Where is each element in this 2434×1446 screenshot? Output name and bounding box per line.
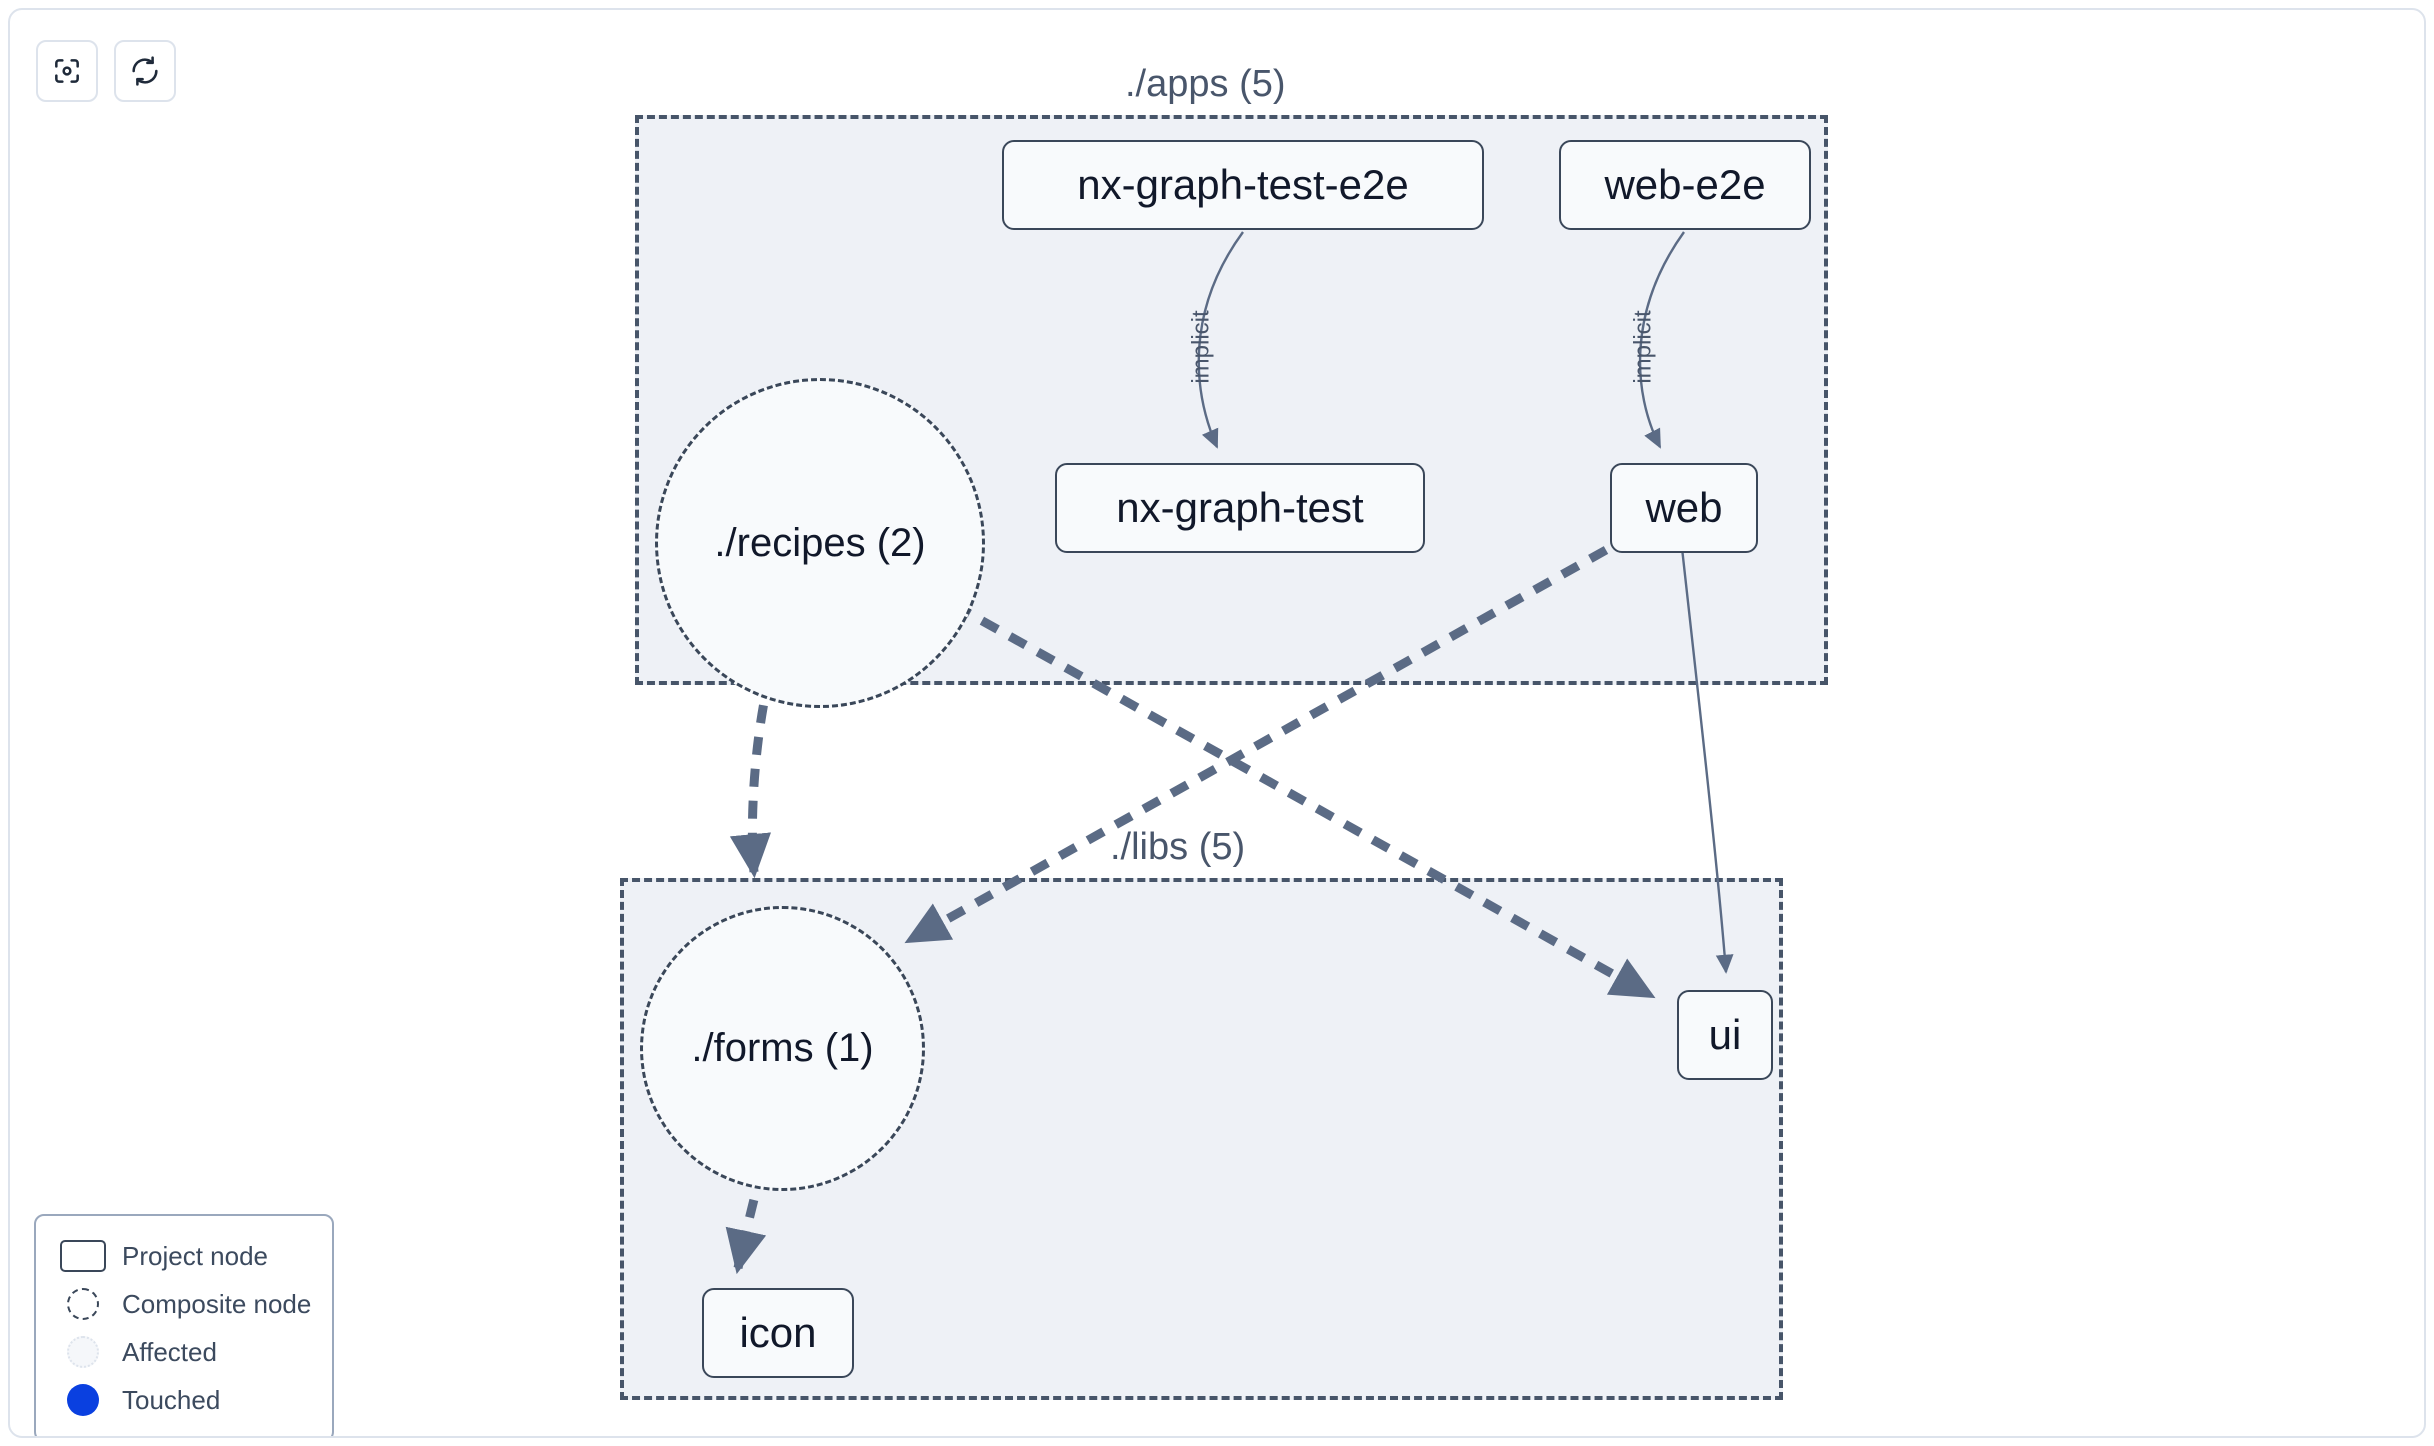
affected-swatch-icon	[54, 1336, 112, 1368]
legend-item-project-node: Project node	[54, 1232, 314, 1280]
composite-node-forms[interactable]: ./forms (1)	[640, 906, 925, 1191]
edge-label-implicit-web: implicit	[1629, 310, 1657, 384]
edge-label-implicit-nx-graph-test: implicit	[1187, 310, 1215, 384]
legend-label-affected: Affected	[122, 1336, 217, 1367]
refresh-graph-button[interactable]	[114, 40, 176, 102]
project-node-nx-graph-test-e2e[interactable]: nx-graph-test-e2e	[1002, 140, 1484, 230]
legend-label-project-node: Project node	[122, 1240, 268, 1271]
graph-legend: Project node Composite node Affected Tou…	[34, 1214, 334, 1436]
project-node-web-e2e[interactable]: web-e2e	[1559, 140, 1811, 230]
composite-node-swatch-icon	[54, 1288, 112, 1320]
legend-label-composite-node: Composite node	[122, 1288, 312, 1319]
refresh-icon	[129, 55, 161, 87]
composite-node-recipes[interactable]: ./recipes (2)	[655, 378, 985, 708]
group-label-libs: ./libs (5)	[1110, 826, 1246, 868]
legend-item-affected: Affected	[54, 1328, 314, 1376]
focus-graph-button[interactable]	[36, 40, 98, 102]
graph-card: ./apps (5) ./libs (5)	[8, 8, 2426, 1438]
focus-target-icon	[51, 55, 83, 87]
project-node-web[interactable]: web	[1610, 463, 1758, 553]
project-node-nx-graph-test[interactable]: nx-graph-test	[1055, 463, 1425, 553]
graph-toolbar	[36, 40, 176, 102]
touched-swatch-icon	[54, 1384, 112, 1416]
project-graph[interactable]: ./apps (5) ./libs (5)	[10, 10, 2424, 1436]
group-label-apps: ./apps (5)	[1125, 63, 1286, 105]
project-node-ui[interactable]: ui	[1677, 990, 1773, 1080]
legend-label-touched: Touched	[122, 1384, 221, 1415]
project-node-icon[interactable]: icon	[702, 1288, 854, 1378]
legend-item-touched: Touched	[54, 1376, 314, 1424]
project-node-swatch-icon	[54, 1240, 112, 1272]
legend-item-composite-node: Composite node	[54, 1280, 314, 1328]
